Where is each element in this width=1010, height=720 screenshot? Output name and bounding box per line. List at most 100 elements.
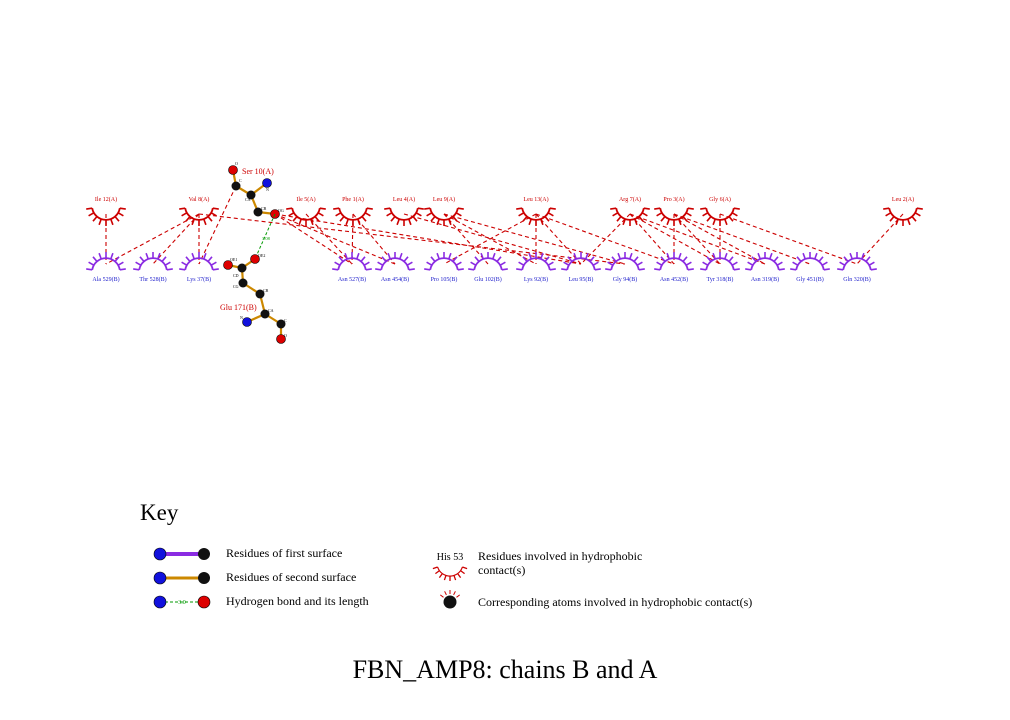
residue-arc-leu2a (883, 207, 923, 226)
residue-label-leu4a: Leu 4(A) (393, 196, 415, 203)
key-hydrophobic-atom (443, 595, 457, 609)
key-hbond-o-atom (197, 595, 211, 609)
residue-label-asn527b: Asn 527(B) (338, 276, 366, 283)
residue-arc-ala529b (86, 252, 126, 271)
hydrophobic-contacts (105, 185, 904, 265)
ser10-atom-n (262, 178, 272, 188)
residue-arc-val8a (179, 207, 219, 226)
residue-arc-leu4a (384, 207, 424, 226)
key-hydrophobic-arc-spoke (457, 573, 462, 578)
residue-label-ile5a: Ile 5(A) (296, 196, 315, 203)
contact-line-ser10_o2-leu95b (274, 213, 582, 265)
key-second-surface-c-atom (198, 572, 210, 584)
contact-line-ser10_o2-asn454b (274, 213, 396, 265)
residue-label-leu95b: Leu 95(B) (569, 276, 594, 283)
residue-arc-lys92b (516, 252, 556, 271)
ser10-atom-label: CA (245, 197, 251, 202)
glu171-atom-cb (255, 289, 265, 299)
key-hydrophobic-residues-line2: contact(s) (478, 563, 526, 577)
ser10-atom-label: N (266, 187, 269, 192)
contact-line-pro3a-gly451b (673, 213, 811, 265)
contact-line-ser10_o2-asn527b (274, 213, 353, 265)
residue-arc-arg7a (610, 207, 650, 226)
residue-label-gly94b: Gly 94(B) (613, 276, 638, 283)
residue-label-pro3a: Pro 3(A) (663, 196, 684, 203)
ser10-atom-o (228, 165, 238, 175)
residue-arc-gly451b (790, 252, 830, 271)
ser10-atom-label: O (235, 161, 238, 166)
glu171-atom-label: CD (233, 273, 239, 278)
key-first-surface-label: Residues of first surface (226, 546, 343, 560)
page-title: FBN_AMP8: chains B and A (352, 655, 658, 684)
residue-label-gln320b: Gln 320(B) (843, 276, 871, 283)
contact-line-val8a-gly94b (198, 213, 626, 265)
hydrogen-bond (254, 213, 276, 260)
ser10-atom-c (231, 181, 241, 191)
key-hydrophobic-residues-line1: Residues involved in hydrophobic (478, 549, 643, 563)
residue-arc-asn527b (332, 252, 372, 271)
ser10-atom-label: CB (261, 206, 267, 211)
glu171-atom-c (276, 319, 286, 329)
residue-label-ile12a: Ile 12(A) (95, 196, 117, 203)
residue-arc-phe1a (333, 207, 373, 226)
key-hydrophobic-arc-spoke (462, 566, 468, 570)
residue-arc-pro105b (424, 252, 464, 271)
key-hbond-n-atom (153, 595, 167, 609)
key-title: Key (140, 500, 179, 525)
contact-line-leu9a-glu102b (443, 213, 489, 265)
residue-label-asn319b: Asn 319(B) (751, 276, 779, 283)
key-first-surface-n-atom (153, 547, 167, 561)
contact-line-pro3a-tyr318b (673, 213, 721, 265)
contact-line-arg7a-leu95b (580, 213, 631, 265)
key-hydrophobic-atoms-label: Corresponding atoms involved in hydropho… (478, 595, 753, 609)
key-hydrophobic-example-label: His 53 (437, 552, 463, 563)
key-second-surface-n-atom (153, 571, 167, 585)
contact-line-arg7a-asn319b (629, 213, 766, 265)
glu171-atom-label: CA (268, 308, 274, 313)
residue-arc-asn452b (654, 252, 694, 271)
residue-arc-gly6a (700, 207, 740, 226)
glu171-atom-label: OE1 (230, 257, 237, 262)
ser10-atom-label: C (239, 178, 242, 183)
key-hydrophobic-arc-spoke (443, 575, 447, 581)
ser10-atom-label: OG (278, 208, 284, 213)
residue-labels: Ile 12(A)Val 8(A)Ile 5(A)Phe 1(A)Leu 4(A… (92, 196, 914, 283)
key-hydrophobic-arc-spoke (453, 575, 457, 581)
key-hydrophobic-arc-spoke (460, 570, 465, 575)
contact-line-leu2a-gln320b (856, 213, 904, 265)
residue-arc-ile5a (286, 207, 326, 226)
residue-arc-gly94b (605, 252, 645, 271)
residue-arc-asn454b (375, 252, 415, 271)
contact-line-ser10_c-lys37b (198, 185, 237, 265)
residue-label-pro105b: Pro 105(B) (431, 276, 458, 283)
glu171-atom-label: OE2 (258, 253, 265, 258)
glu171-atom-label: N (240, 315, 243, 320)
contact-line-ile5a-asn527b (305, 213, 353, 265)
contact-line-val8a-ala529b (105, 213, 200, 265)
key-hbond-distance: 3.0 (178, 600, 186, 606)
residue-arc-glu102b (468, 252, 508, 271)
residue-label-lys37b: Lys 37(B) (187, 276, 211, 283)
key-hydrophobic-residues-label: Residues involved in hydrophobic contact… (478, 549, 642, 577)
contact-line-val8a-thr528b (152, 213, 200, 265)
contact-line-leu13a-pro105b (443, 213, 537, 265)
ser10-atom-ca (246, 190, 256, 200)
residue-arc-leu95b (561, 252, 601, 271)
contact-line-leu13a-leu95b (535, 213, 582, 265)
residue-arc-tyr318b (700, 252, 740, 271)
ser10-label: Ser 10(A) (242, 167, 274, 176)
glu171-atom-oe2 (250, 254, 260, 264)
key-first-surface-c-atom (198, 548, 210, 560)
glu171-label: Glu 171(B) (220, 303, 257, 312)
glu171-atom-cd (237, 263, 247, 273)
key-hydrophobic-atom-spoke (444, 591, 447, 596)
residue-label-leu2a: Leu 2(A) (892, 196, 914, 203)
residue-label-gly6a: Gly 6(A) (709, 196, 731, 203)
glu171-atom-cg (238, 278, 248, 288)
residue-arc-lys37b (179, 252, 219, 271)
key-hydrophobic-arc-spoke (432, 566, 438, 570)
key-hydrophobic-arc-spoke (435, 570, 440, 575)
residue-arc-gln320b (837, 252, 877, 271)
residue-label-thr528b: Thr 528(B) (139, 276, 166, 283)
